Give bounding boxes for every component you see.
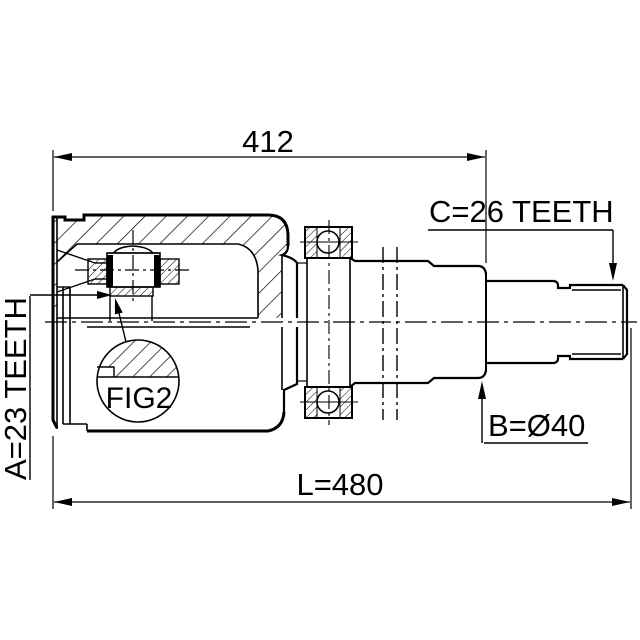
fig2-label: FIG2 <box>106 382 173 415</box>
right-trunnion-washer <box>159 258 180 285</box>
b40-arrow <box>478 381 486 399</box>
b40-label: B=Ø40 <box>488 408 585 443</box>
drive-shaft <box>349 247 629 420</box>
dimension-L480: L=480 <box>52 328 632 509</box>
dim-412-label: 412 <box>242 124 294 159</box>
fig2-detail-callout: FIG2 <box>96 298 180 423</box>
label-b-diameter: B=Ø40 <box>478 381 588 444</box>
label-a23-teeth: A=23 TEETH <box>0 291 112 480</box>
c26-arrow <box>609 263 617 281</box>
a23-teeth-label: A=23 TEETH <box>0 297 33 480</box>
housing-hatch-fill <box>53 215 288 318</box>
a23-arrow <box>97 291 112 299</box>
joint-housing-section <box>51 213 299 433</box>
dim-L480-label: L=480 <box>296 467 383 502</box>
label-c26-teeth: C=26 TEETH <box>428 194 617 281</box>
tripod-roller-assembly <box>56 230 192 321</box>
fig2-leader-arrow <box>114 298 123 315</box>
needle-roller-right <box>154 255 160 287</box>
dimension-412: 412 <box>52 124 487 263</box>
c26-teeth-label: C=26 TEETH <box>429 194 614 229</box>
left-trunnion-washer <box>87 258 108 285</box>
support-bearing <box>297 220 358 425</box>
snap-ring-strip <box>109 286 154 297</box>
needle-roller-left <box>107 255 113 287</box>
